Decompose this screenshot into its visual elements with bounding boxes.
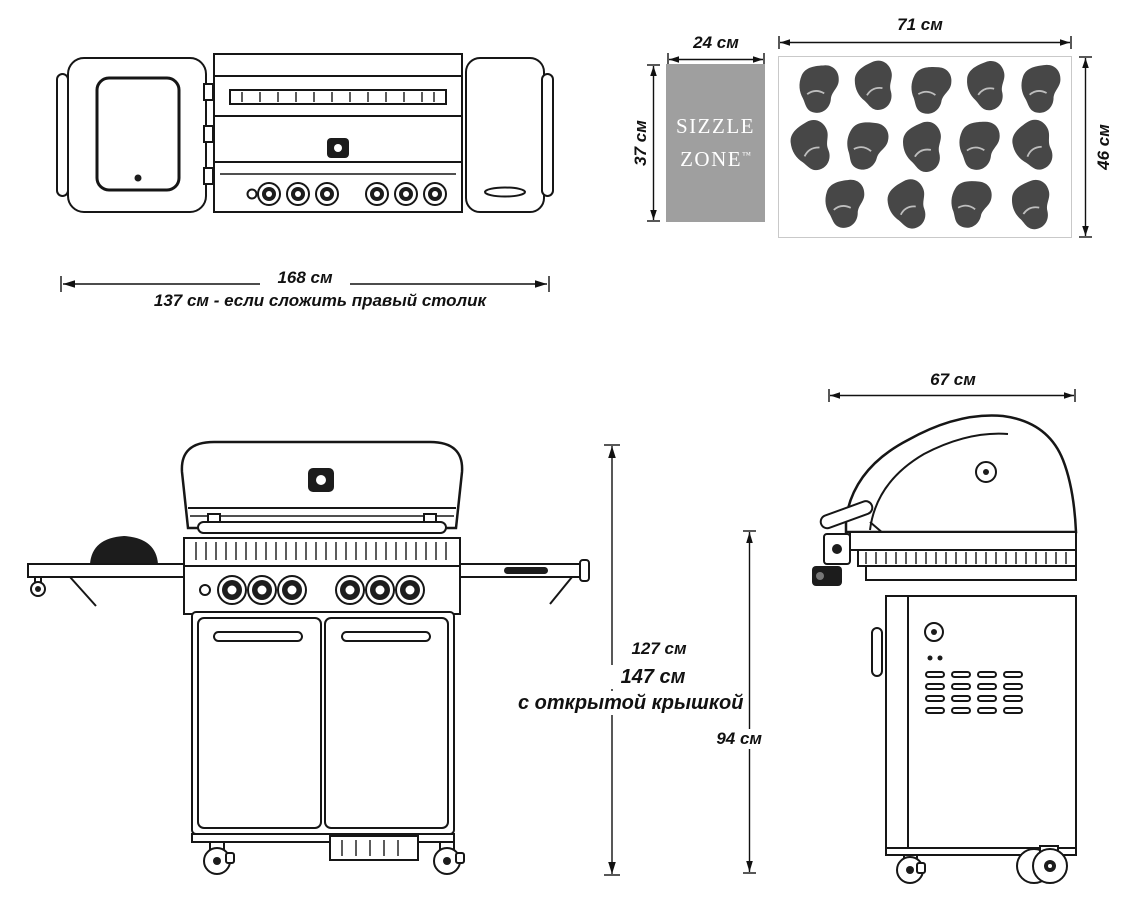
sizzle-zone-area: SIZZLE ZONE™ [666,64,765,222]
lid-handle [197,521,447,534]
dimension-label-depth: 67 см [911,370,995,390]
main-body-top [213,53,463,213]
dimension-label-overall-width: 168 см [260,268,350,288]
trademark-symbol: ™ [742,150,751,160]
rear-wheel-side [1016,845,1068,884]
side-burner-lid [95,76,181,192]
drip-tray [329,835,419,861]
dimension-label-sizzle-width: 24 см [668,33,764,53]
main-cooking-area [778,56,1072,238]
right-door-handle [341,631,431,642]
right-handle [541,73,554,197]
left-handle [56,73,69,197]
brand-logo-icon [308,468,334,492]
side-burner [90,536,158,564]
brand-logo-icon [327,138,349,158]
dimension-arrow-grill-width [778,36,1072,49]
sizzle-zone-label-line2: ZONE [680,147,743,171]
dimension-arrow-cart-height [743,530,756,874]
cart-handle-side [871,627,883,677]
dimension-label-grill-height: 46 см [1094,117,1114,177]
cart-side [885,595,1077,849]
side-burner-knob-side [812,566,842,586]
grill-front-view-drawing [27,440,590,875]
grill-side-view-drawing [812,414,1078,884]
steaks-illustration [784,57,1064,234]
right-caster [433,841,465,875]
left-shelf [27,563,185,578]
left-door [197,617,322,829]
sizzle-zone-label-line1: SIZZLE [676,114,755,139]
left-door-handle [213,631,303,642]
front-caster-side [896,854,926,884]
dimension-arrow-depth [828,389,1076,402]
dimension-arrow-grill-height [1079,56,1092,238]
dimension-label-height-open: 147 см [598,665,708,689]
dimension-arrow-height [604,444,620,876]
control-knobs-front [199,575,425,605]
dimension-label-height-closed: 127 см [614,639,704,659]
lid-handle-side [819,500,874,530]
right-door [324,617,449,829]
lid-side [844,414,1078,534]
folded-width-note: 137 см - если сложить правый столик [153,291,487,310]
dimension-arrow-sizzle-width [667,53,765,66]
dimension-label-cart-height: 94 см [700,729,762,749]
dimension-label-sizzle-height: 37 см [631,113,651,173]
lid-open-note: с открытой крышкой [518,691,744,715]
left-caster [203,841,235,875]
grill-top-view-drawing [56,53,554,213]
vent-slots [925,671,1023,714]
dimension-arrow-sizzle-height [647,64,660,222]
control-knobs-top [246,182,447,206]
dimension-label-grill-width: 71 см [878,15,962,35]
